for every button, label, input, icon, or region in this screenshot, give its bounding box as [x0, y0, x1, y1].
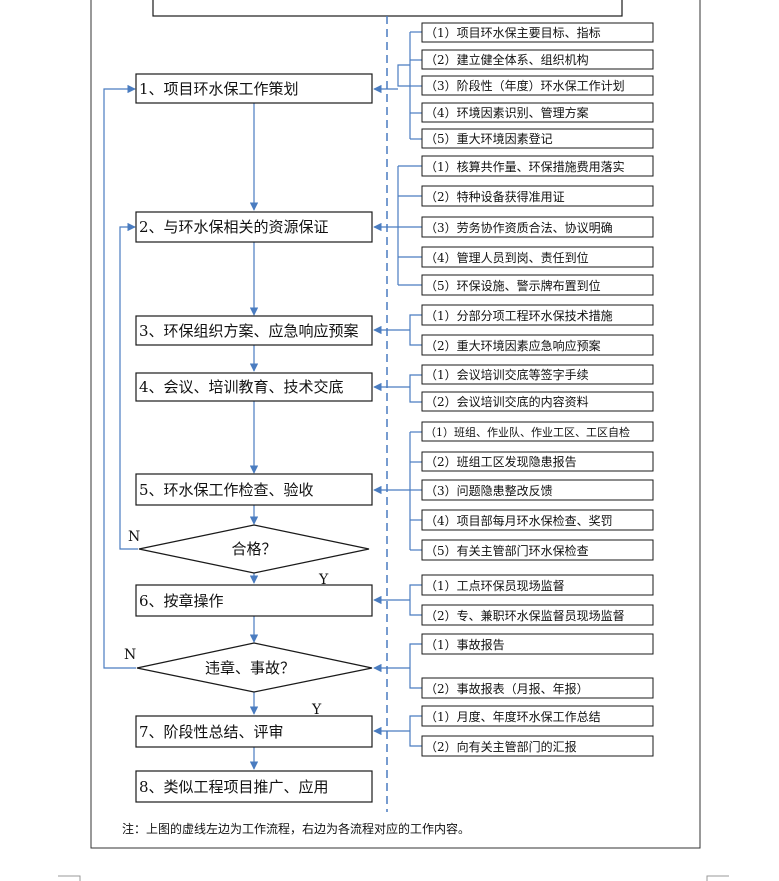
footnote: 注：上图的虚线左边为工作流程，右边为各流程对应的工作内容。 — [122, 821, 470, 836]
side-items-step7: （1）月度、年度环水保工作总结 （2）向有关主管部门的汇报 — [421, 705, 654, 757]
step-box-1 — [135, 73, 373, 104]
side-item: （2）班组工区发现隐患报告 — [425, 454, 577, 469]
step-label-6: 6、按章操作 — [139, 592, 224, 610]
side-items-step3: （1）分部分项工程环水保技术措施 （2）重大环境因素应急响应预案 — [421, 304, 654, 356]
side-item: （5）有关主管部门环水保检查 — [425, 543, 589, 558]
side-item: （3）劳务协作资质合法、协议明确 — [425, 220, 613, 235]
side-connectors — [373, 31, 422, 747]
step-box-4 — [135, 372, 373, 402]
step-label-4: 4、会议、培训教育、技术交底 — [139, 378, 344, 396]
step-label-8: 8、类似工程项目推广、应用 — [139, 778, 329, 796]
step-label-1: 1、项目环水保工作策划 — [139, 80, 299, 98]
side-items-step1: （1）项目环水保主要目标、指标 （2）建立健全体系、组织机构 （3）阶段性（年度… — [421, 22, 654, 149]
step-box-2 — [135, 211, 373, 243]
side-item: （2）建立健全体系、组织机构 — [425, 52, 589, 67]
step-box-8 — [135, 770, 373, 803]
no-label-2: N — [124, 647, 136, 663]
decision-diamonds: 合格？ 违章、事故？ — [136, 524, 373, 693]
side-item: （2）特种设备获得准用证 — [425, 189, 565, 204]
side-item: （4）管理人员到岗、责任到位 — [425, 250, 589, 265]
decision-label-accident: 违章、事故？ — [205, 659, 295, 677]
step-label-7: 7、阶段性总结、评审 — [139, 723, 284, 741]
side-item: （2）向有关主管部门的汇报 — [425, 739, 577, 754]
side-items-step6: （1）工点环保员现场监督 （2）专、兼职环水保监督员现场监督 — [421, 574, 654, 626]
decision-qualified — [138, 524, 370, 574]
side-item: （2）专、兼职环水保监督员现场监督 — [425, 608, 625, 623]
side-item: （1）事故报告 — [425, 637, 505, 652]
side-item: （1）工点环保员现场监督 — [425, 578, 565, 593]
step-label-2: 2、与环水保相关的资源保证 — [139, 218, 329, 236]
side-items-step2: （1）核算共作量、环保措施费用落实 （2）特种设备获得准用证 （3）劳务协作资质… — [421, 155, 654, 296]
side-item: （4）项目部每月环水保检查、奖罚 — [425, 513, 613, 528]
side-item: （3）问题隐患整改反馈 — [425, 483, 553, 498]
side-items-accident: （1）事故报告 （2）事故报表（月报、年报） — [421, 633, 654, 699]
side-item: （1）核算共作量、环保措施费用落实 — [425, 159, 625, 174]
decision-accident — [136, 642, 373, 693]
yes-label-2: Y — [311, 702, 322, 718]
no-label-1: N — [128, 529, 140, 545]
yes-label-1: Y — [318, 572, 329, 588]
side-item: （1）项目环水保主要目标、指标 — [425, 25, 601, 40]
step-label-5: 5、环水保工作检查、验收 — [139, 481, 314, 499]
feedback-loops — [103, 84, 138, 669]
crop-marks — [58, 875, 729, 881]
title-box — [152, 0, 623, 17]
step-box-7 — [135, 715, 373, 748]
side-item: （2）重大环境因素应急响应预案 — [425, 338, 601, 353]
side-item: （2）会议培训交底的内容资料 — [425, 394, 589, 409]
side-item: （1）会议培训交底等签字手续 — [425, 367, 589, 382]
side-item: （5）重大环境因素登记 — [425, 131, 553, 146]
side-item: （5）环保设施、警示牌布置到位 — [425, 278, 601, 293]
side-items-step5: （1）班组、作业队、作业工区、工区自检 （2）班组工区发现隐患报告 （3）问题隐… — [421, 421, 654, 561]
side-item: （1）班组、作业队、作业工区、工区自检 — [425, 425, 630, 439]
side-item: （4）环境因素识别、管理方案 — [425, 105, 589, 120]
side-item: （1）分部分项工程环水保技术措施 — [425, 308, 613, 323]
side-item: （1）月度、年度环水保工作总结 — [425, 709, 601, 724]
decision-label-qualified: 合格？ — [231, 540, 276, 558]
page-frame — [90, 0, 701, 849]
side-items-step4: （1）会议培训交底等签字手续 （2）会议培训交底的内容资料 — [421, 364, 654, 412]
step-box-6 — [135, 584, 373, 617]
side-item: （3）阶段性（年度）环水保工作计划 — [425, 78, 625, 93]
main-step-boxes: 1、项目环水保工作策划 2、与环水保相关的资源保证 3、环保组织方案、应急响应预… — [135, 73, 373, 803]
step-label-3: 3、环保组织方案、应急响应预案 — [139, 322, 359, 340]
step-box-3 — [135, 315, 373, 346]
step-box-5 — [135, 473, 373, 506]
side-item: （2）事故报表（月报、年报） — [425, 681, 589, 696]
